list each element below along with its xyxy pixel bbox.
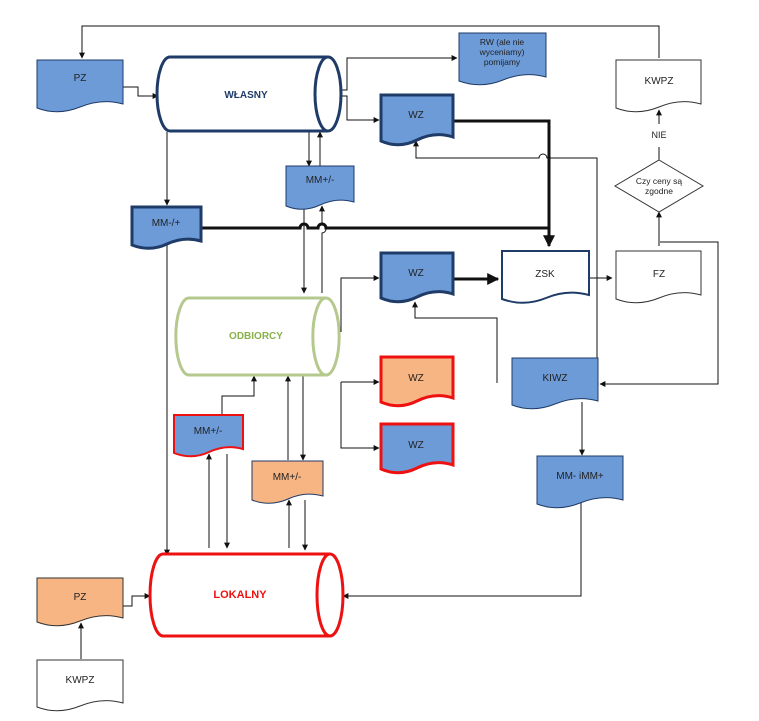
line-odbiorcy-to-wz4 [340, 382, 380, 451]
thick-connectors [202, 119, 555, 285]
doc-wz-3[interactable]: WZ [379, 355, 455, 408]
line-kwpz-to-pz [79, 25, 660, 59]
doc-mm-plusminus-2[interactable]: MM+/- [173, 414, 244, 458]
decision-label-2: zgodne [645, 186, 673, 196]
kiwz-label: KIWZ [543, 373, 568, 384]
mm-imm-label: MM- iMM+ [556, 471, 604, 482]
line-mmimm-to-lokalny [342, 502, 582, 599]
line-pz-to-wlasny [123, 86, 159, 99]
line-pzbottom-to-lokalny [123, 593, 151, 607]
decision-diamond[interactable]: Czy ceny są zgodne [614, 159, 704, 213]
rw-label-3: pomijamy [484, 57, 521, 67]
wz-3-label: WZ [408, 373, 424, 384]
thick-mmminus-to-zsk [202, 222, 555, 248]
line-odbiorcy-to-mm1 [319, 205, 327, 293]
mm-minusplus-label: MM-/+ [152, 218, 181, 229]
doc-mm-minusplus[interactable]: MM-/+ [130, 205, 203, 250]
doc-pz-top[interactable]: PZ [36, 59, 124, 113]
mm-plusminus-3-label: MM+/- [273, 472, 302, 483]
pz-bottom-label: PZ [74, 592, 87, 603]
thick-wz1-to-zsk [453, 119, 551, 228]
doc-mm-imm[interactable]: MM- iMM+ [536, 455, 624, 509]
doc-mm-plusminus-1[interactable]: MM+/- [285, 165, 355, 210]
rw-label-1: RW (ale nie [480, 37, 525, 47]
wz-1-label: WZ [408, 110, 424, 121]
nie-label: NIE [651, 130, 666, 140]
doc-fz[interactable]: FZ [615, 250, 702, 304]
fz-label: FZ [653, 269, 665, 280]
doc-rw[interactable]: RW (ale nie wyceniamy) pomijamy [458, 32, 547, 86]
cylinder-lokalny[interactable]: LOKALNY [148, 552, 345, 638]
kwpz-top-label: KWPZ [645, 76, 674, 87]
wz-2-label: WZ [408, 268, 424, 279]
line-kiwz-to-wz2 [412, 301, 498, 383]
kwpz-bottom-label: KWPZ [66, 675, 95, 686]
doc-mm-plusminus-3[interactable]: MM+/- [251, 460, 324, 504]
doc-zsk[interactable]: ZSK [501, 250, 590, 304]
line-wlasny-to-wz1 [342, 95, 380, 123]
connectors [78, 25, 719, 659]
mm-plusminus-1-label: MM+/- [306, 175, 335, 186]
doc-wz-4[interactable]: WZ [379, 422, 455, 475]
cylinder-wlasny[interactable]: WŁASNY [155, 55, 343, 133]
lokalny-label: LOKALNY [213, 589, 267, 601]
zsk-label: ZSK [535, 269, 555, 280]
cylinder-odbiorcy[interactable]: ODBIORCY [174, 296, 341, 377]
line-mm2-to-odbiorcy [221, 375, 257, 416]
line-kiwz-to-wz1 [413, 140, 598, 365]
mm-plusminus-2-label: MM+/- [194, 426, 223, 437]
line-wlasny-to-rw [342, 55, 458, 91]
wlasny-label: WŁASNY [224, 90, 268, 101]
doc-kwpz-top[interactable]: KWPZ [615, 59, 702, 113]
rw-label-2: wyceniamy) [479, 47, 525, 57]
line-odbiorcy-to-wz2 [340, 275, 380, 332]
doc-pz-bottom[interactable]: PZ [36, 577, 124, 627]
doc-kwpz-bottom[interactable]: KWPZ [36, 659, 124, 712]
odbiorcy-label: ODBIORCY [229, 331, 283, 342]
doc-kiwz[interactable]: KIWZ [511, 357, 599, 410]
doc-wz-2[interactable]: WZ [379, 251, 455, 304]
decision-label-1: Czy ceny są [636, 176, 683, 186]
pz-top-label: PZ [74, 73, 87, 84]
wz-4-label: WZ [408, 440, 424, 451]
doc-wz-1[interactable]: WZ [379, 93, 455, 147]
line-loop-to-kiwz [599, 241, 719, 387]
